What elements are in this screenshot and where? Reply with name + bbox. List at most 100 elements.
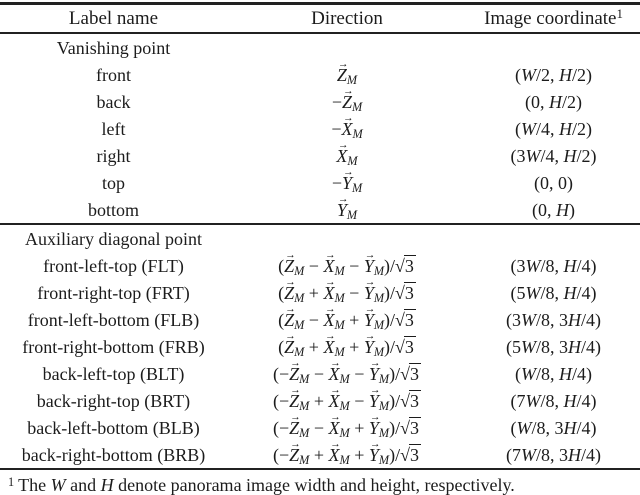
row-direction: →YM xyxy=(336,194,358,222)
vector-symbol: →Y xyxy=(368,358,381,384)
vector-symbol: →Z xyxy=(284,304,296,330)
table-row: back-left-top (BLT)(−→ZM − →XM − →YM)/√3… xyxy=(0,358,640,387)
table-row: back-right-top (BRT) (−→ZM + →XM − →YM)/√… xyxy=(0,385,640,414)
vector-arrow-icon: → xyxy=(290,412,301,424)
vector-arrow-icon: → xyxy=(338,194,349,206)
vector-symbol: →Z xyxy=(336,59,349,85)
row-label: bottom xyxy=(87,199,139,220)
row-direction: (→ZM − →XM − →YM)/√3 xyxy=(278,250,416,278)
section-title: Auxiliary diagonal point xyxy=(25,228,202,249)
section-title: Vanishing point xyxy=(56,37,171,58)
row-direction: (→ZM + →XM − →YM)/√3 xyxy=(278,277,416,305)
table-row: front-right-top (FRT)(→ZM + →XM − →YM)/√… xyxy=(0,277,640,306)
vector-symbol: →X xyxy=(323,277,336,303)
vector-symbol: →X xyxy=(323,250,336,276)
row-label: right xyxy=(96,145,131,166)
row-direction: (−→ZM + →XM − →YM)/√3 xyxy=(273,385,421,413)
row-label: top xyxy=(101,172,125,193)
row-label: left xyxy=(101,118,126,139)
vector-symbol: →Z xyxy=(284,250,296,276)
table-row: back-left-bottom (BLB) (−→ZM − →XM + →YM)… xyxy=(0,412,640,441)
row-coordinate: (0, H) xyxy=(532,199,575,220)
vector-symbol: →Y xyxy=(368,439,381,465)
vector-symbol: →X xyxy=(328,385,341,411)
row-direction: −→ZM xyxy=(331,86,363,114)
vector-symbol: →Y xyxy=(363,277,376,303)
row-direction: −→YM xyxy=(331,167,363,195)
vector-arrow-icon: → xyxy=(364,277,376,289)
vector-arrow-icon: → xyxy=(330,412,341,424)
row-coordinate: (0, 0) xyxy=(534,172,573,193)
vector-arrow-icon: → xyxy=(364,250,376,262)
vector-arrow-icon: → xyxy=(285,277,296,289)
vector-arrow-icon: → xyxy=(325,277,336,289)
row-direction: −→XM xyxy=(331,113,363,141)
row-label: back xyxy=(96,91,131,112)
sqrt-expression: √3 xyxy=(395,335,416,357)
vector-symbol: →X xyxy=(323,331,336,357)
row-label: front xyxy=(96,64,131,85)
table-row: back −→ZM (0, H/2) xyxy=(0,86,640,115)
row-label: front-right-bottom (FRB) xyxy=(22,336,205,357)
row-coordinate: (3W/8, H/4) xyxy=(510,255,597,276)
vector-arrow-icon: → xyxy=(290,439,301,451)
row-label: back-right-top (BRT) xyxy=(36,390,191,411)
row-coordinate: (5W/8, 3H/4) xyxy=(505,336,601,357)
row-label: back-right-bottom (BRB) xyxy=(21,444,206,465)
table-row: back-right-bottom (BRB)(−→ZM + →XM + →YM… xyxy=(0,439,640,468)
vector-arrow-icon: → xyxy=(343,167,354,179)
vector-symbol: →Z xyxy=(289,385,301,411)
section-divider-rule xyxy=(0,223,640,225)
vector-symbol: →X xyxy=(328,439,341,465)
row-label: back-left-bottom (BLB) xyxy=(27,417,200,438)
vector-arrow-icon: → xyxy=(338,140,349,152)
vector-symbol: →Y xyxy=(341,167,354,193)
header-bottom-rule xyxy=(0,32,640,34)
table-row: front-left-top (FLT) (→ZM − →XM − →YM)/√3… xyxy=(0,250,640,279)
vector-arrow-icon: → xyxy=(285,331,296,343)
table-header-row: Label name Direction Image coordinate1 xyxy=(0,5,640,32)
vector-symbol: →Z xyxy=(289,412,301,438)
vector-symbol: →Y xyxy=(336,194,349,220)
table-row: bottom →YM (0, H) xyxy=(0,194,640,223)
vector-symbol: →Z xyxy=(289,439,301,465)
row-coordinate: (W/8, H/4) xyxy=(514,363,592,384)
row-label: back-left-top (BLT) xyxy=(42,363,185,384)
table-row: left−→XM(W/4, H/2) xyxy=(0,113,640,142)
section-title-row: Vanishing point xyxy=(0,34,640,61)
sqrt-expression: √3 xyxy=(400,389,421,411)
vector-symbol: →Y xyxy=(368,385,381,411)
col-header-direction: Direction xyxy=(311,8,383,29)
sqrt-expression: √3 xyxy=(395,308,416,330)
footnote-text: The W and H denote panorama image width … xyxy=(18,475,515,495)
vector-arrow-icon: → xyxy=(325,250,336,262)
row-coordinate: (0, H/2) xyxy=(525,91,582,112)
vector-symbol: →Z xyxy=(284,331,296,357)
table-bottom-rule xyxy=(0,468,640,470)
vector-symbol: →X xyxy=(328,358,341,384)
table-row: top −→YM (0, 0) xyxy=(0,167,640,196)
vector-arrow-icon: → xyxy=(364,304,376,316)
vector-symbol: →X xyxy=(328,412,341,438)
vector-symbol: →X xyxy=(341,113,354,139)
vector-arrow-icon: → xyxy=(290,385,301,397)
table-top-rule xyxy=(0,2,640,5)
vector-symbol: →X xyxy=(336,140,349,166)
vector-arrow-icon: → xyxy=(370,385,381,397)
row-coordinate: (3W/8, 3H/4) xyxy=(505,309,601,330)
row-direction: (−→ZM − →XM + →YM)/√3 xyxy=(273,412,421,440)
sqrt-expression: √3 xyxy=(400,362,421,384)
vector-arrow-icon: → xyxy=(343,86,354,98)
vector-arrow-icon: → xyxy=(370,358,381,370)
sqrt-expression: √3 xyxy=(395,254,416,276)
row-coordinate: (5W/8, H/4) xyxy=(510,282,597,303)
col-header-image-coordinate: Image coordinate1 xyxy=(467,6,640,28)
vector-symbol: →Z xyxy=(341,86,354,112)
vector-arrow-icon: → xyxy=(285,304,296,316)
section-title-row: Auxiliary diagonal point xyxy=(0,225,640,252)
footnote-marker-superscript: 1 xyxy=(616,6,623,22)
row-label: front-left-top (FLT) xyxy=(43,255,184,276)
